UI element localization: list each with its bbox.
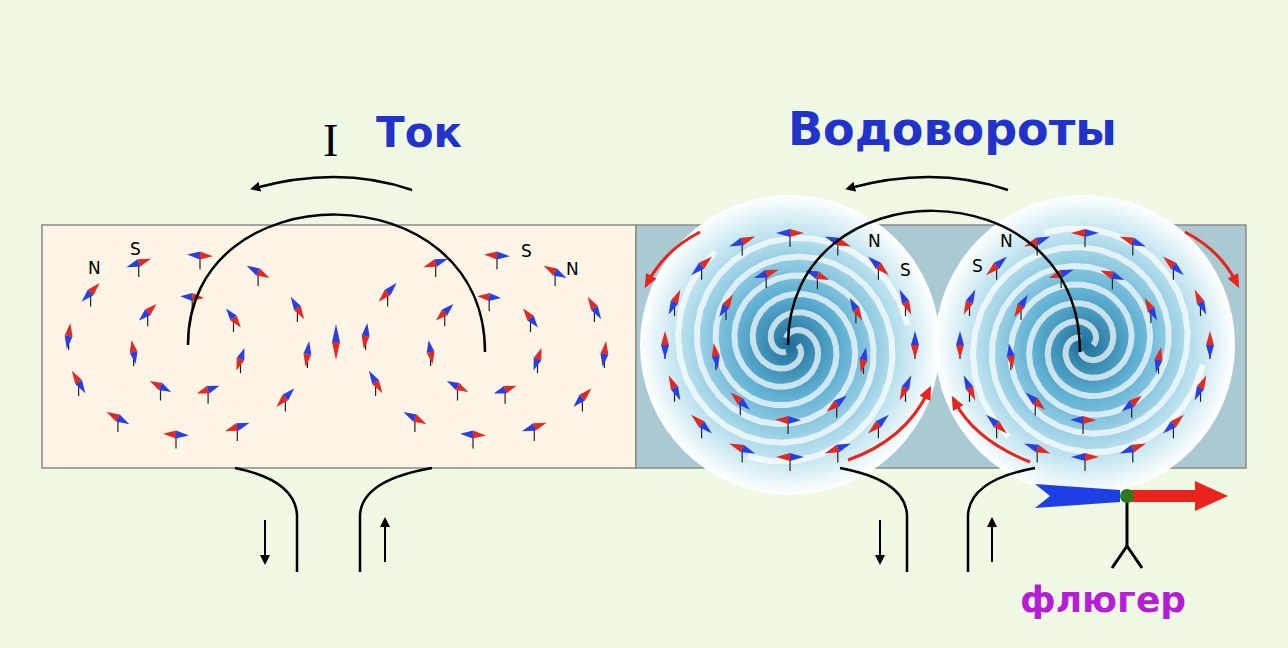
- pole-letter: S: [900, 262, 911, 279]
- current-loops: [188, 177, 1080, 572]
- pole-letter: N: [1000, 233, 1013, 250]
- compass-needles: [63, 229, 1214, 471]
- wire-arrows: [265, 520, 992, 562]
- weather-vane: [1035, 481, 1228, 568]
- flow-arrows: [648, 232, 1236, 462]
- left-panel: [42, 225, 636, 468]
- pole-letter: S: [972, 258, 983, 275]
- pole-letter: S: [130, 241, 141, 258]
- current-symbol: I: [323, 118, 338, 164]
- vortices: [640, 195, 1235, 495]
- heading: Ток: [376, 112, 462, 154]
- vane-label: флюгер: [1020, 582, 1186, 618]
- pole-letter: N: [868, 233, 881, 250]
- heading: Водовороты: [788, 106, 1117, 152]
- pole-letter: N: [88, 260, 101, 277]
- pole-letter: S: [521, 243, 532, 260]
- pole-letter: N: [566, 261, 579, 278]
